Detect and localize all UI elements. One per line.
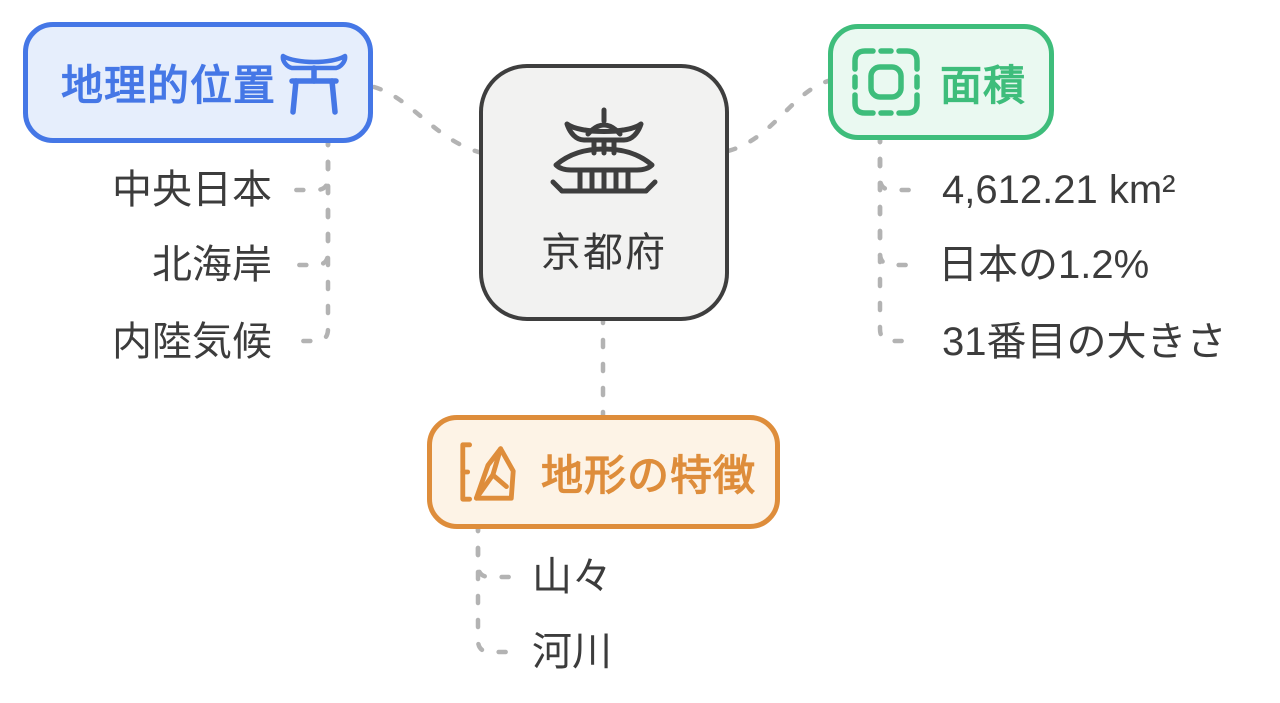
connector-terrain-child-2 (475, 521, 517, 655)
connector-location-child-3 (291, 135, 331, 344)
branch-label-location: 地理的位置 (61, 62, 277, 109)
connector-terrain-child-1 (475, 521, 517, 580)
branch-node-terrain[interactable]: 地形の特徴 (427, 415, 780, 529)
child-item-north-coast[interactable]: 北海岸 (152, 243, 272, 287)
area-selection-icon (851, 47, 921, 117)
center-node-label: 京都府 (541, 231, 667, 275)
child-item-rivers[interactable]: 河川 (532, 630, 612, 674)
child-item-percent-of-japan[interactable]: 日本の1.2% (938, 243, 1150, 287)
connector-area-child-2 (877, 132, 919, 268)
center-node-kyoto[interactable]: 京都府 (479, 64, 729, 321)
child-item-inland-climate[interactable]: 内陸気候 (112, 320, 272, 364)
connector-area-child-3 (877, 132, 917, 344)
torii-gate-icon (280, 47, 348, 119)
pagoda-icon (548, 107, 660, 207)
mountain-icon (456, 438, 520, 506)
connector-area-child-1 (877, 132, 919, 193)
child-item-central-japan[interactable]: 中央日本 (112, 168, 272, 212)
connector-center-location (371, 84, 485, 156)
branch-node-location[interactable]: 地理的位置 (23, 22, 373, 143)
child-item-area-value[interactable]: 4,612.21 km² (942, 168, 1176, 212)
child-item-size-rank[interactable]: 31番目の大きさ (942, 320, 1227, 364)
connector-center-area (721, 77, 835, 155)
branch-node-area[interactable]: 面積 (828, 24, 1054, 140)
connector-location-child-2 (289, 135, 331, 268)
child-item-mountains[interactable]: 山々 (532, 555, 612, 599)
branch-label-area: 面積 (940, 61, 1027, 109)
connector-location-child-1 (289, 135, 331, 193)
branch-label-terrain: 地形の特徴 (541, 451, 757, 499)
